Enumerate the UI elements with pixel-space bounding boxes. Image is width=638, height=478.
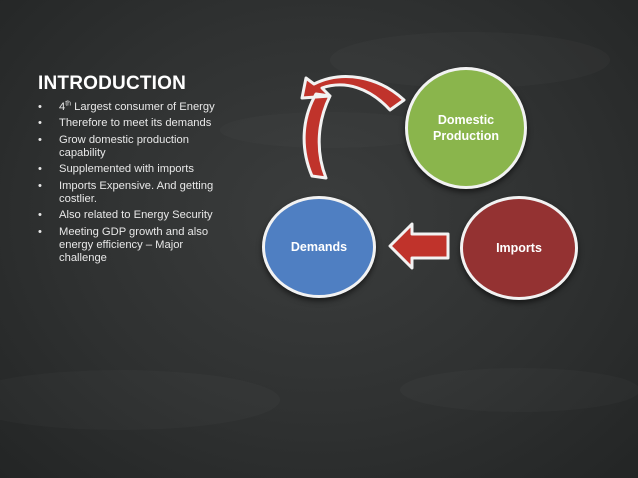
imports-label: Imports [496,241,542,255]
domestic-production-node: Domestic Production [405,67,527,189]
left-arrow [388,222,450,270]
bullet-item: Also related to Energy Security [38,209,228,222]
demands-node: Demands [262,196,376,298]
bullet-item: Imports Expensive. And getting costlier. [38,180,228,206]
bullet-item: 4th Largest consumer of Energy [38,100,228,114]
bullet-item: Meeting GDP growth and also energy effic… [38,226,228,266]
domestic-label-line2: Production [433,129,499,143]
bullet-list: 4th Largest consumer of Energy Therefore… [38,100,228,269]
bullet-item: Therefore to meet its demands [38,117,228,130]
bullet-item: Supplemented with imports [38,163,228,176]
slide-title: INTRODUCTION [38,73,187,94]
imports-node: Imports [460,196,578,300]
demands-label: Demands [290,240,348,254]
bullet-item: Grow domestic production capability [38,134,228,160]
curved-arrow [300,75,406,180]
domestic-label-line1: Domestic [437,113,495,127]
